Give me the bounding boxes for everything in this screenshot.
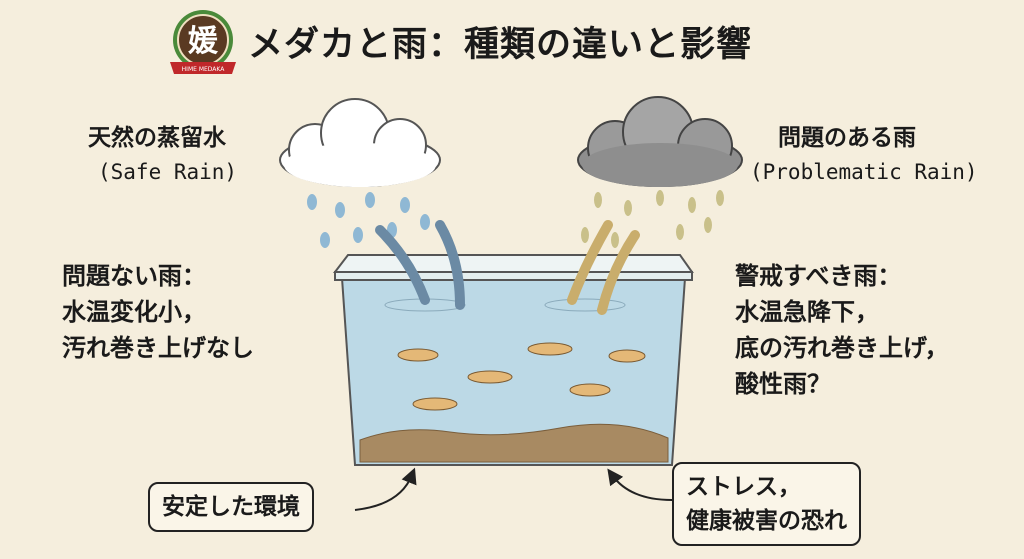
left-note: 問題ない雨： 水温変化小， 汚れ巻き上げなし [62, 258, 254, 366]
safe-rain-label: 天然の蒸留水 [88, 125, 226, 151]
right-note: 警戒すべき雨： 水温急降下， 底の汚れ巻き上げ， 酸性雨？ [735, 258, 949, 402]
logo-glyph: 媛 [188, 24, 219, 59]
callout-arrow-right [607, 468, 673, 501]
box-line: ストレス， [686, 474, 801, 500]
left-note-line: 水温変化小， [62, 298, 206, 326]
box-line: 安定した環境 [162, 494, 300, 520]
right-note-line: 酸性雨？ [735, 370, 831, 398]
left-note-line: 問題ない雨： [62, 262, 206, 290]
right-note-line: 底の汚れ巻き上げ， [735, 334, 949, 362]
problem-rain-cloud [577, 96, 743, 187]
safe-raindrops [307, 192, 430, 248]
problem-raindrops [581, 190, 724, 248]
left-note-line: 汚れ巻き上げなし [62, 334, 254, 362]
problem-rain-label: 問題のある雨 [778, 125, 916, 151]
svg-text:HIME MEDAKA: HIME MEDAKA [182, 66, 226, 73]
medaka-tank [332, 254, 694, 466]
problem-rain-sublabel: (Problematic Rain) [750, 160, 978, 184]
callout-arrow-left [354, 467, 417, 511]
logo-emblem: 媛 HIME MEDAKA [170, 10, 236, 74]
safe-rain-cloud [279, 98, 441, 187]
rain-arrows [375, 220, 640, 315]
safe-rain-sublabel: (Safe Rain) [98, 160, 238, 184]
right-note-line: 水温急降下， [735, 298, 879, 326]
right-note-line: 警戒すべき雨： [735, 262, 902, 290]
medaka-fish [397, 342, 646, 411]
stable-environment-box: 安定した環境 [148, 482, 314, 532]
stress-risk-box: ストレス， 健康被害の恐れ [672, 462, 861, 546]
box-line: 健康被害の恐れ [686, 508, 847, 534]
page-title: メダカと雨：種類の違いと影響 [248, 25, 753, 65]
